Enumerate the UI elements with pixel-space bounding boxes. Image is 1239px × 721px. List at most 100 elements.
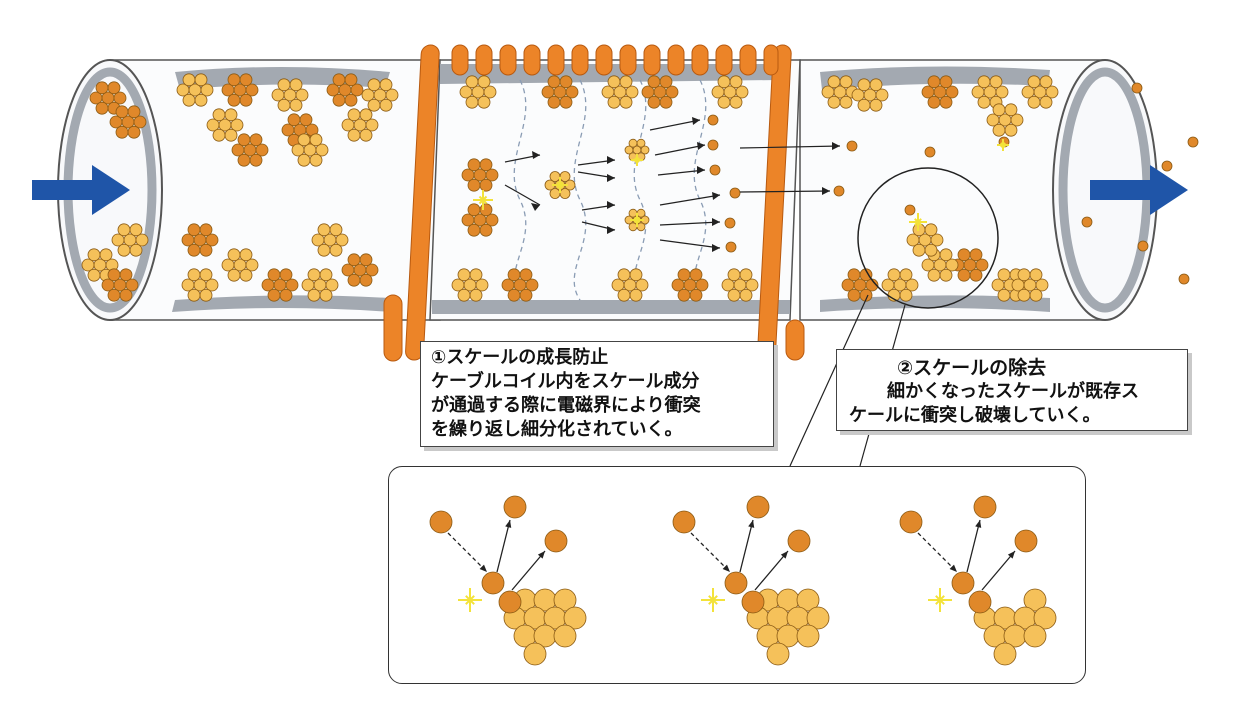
scale-cluster-particle bbox=[665, 85, 679, 99]
scale-cluster-particle bbox=[479, 223, 493, 237]
scale-cluster-particle bbox=[465, 75, 479, 89]
scale-cluster-particle bbox=[117, 243, 131, 257]
scale-cluster-particle bbox=[279, 288, 293, 302]
scale-cluster-particle bbox=[457, 288, 471, 302]
scale-fragment bbox=[1137, 240, 1149, 252]
scale-cluster-particle bbox=[695, 278, 709, 292]
scale-cluster-particle bbox=[341, 118, 355, 132]
motion-arrow bbox=[690, 532, 731, 573]
scale-cluster-particle bbox=[924, 223, 938, 237]
scale-cluster-particle bbox=[361, 88, 375, 102]
scale-cluster-particle bbox=[199, 243, 213, 257]
scale-cluster-particle bbox=[1039, 75, 1053, 89]
scale-cluster-particle bbox=[127, 105, 141, 119]
scale-cluster-particle bbox=[301, 278, 315, 292]
scale-cluster-particle bbox=[365, 263, 379, 277]
cable-coil-section bbox=[383, 44, 805, 362]
lattice-particle bbox=[523, 642, 547, 666]
scale-cluster-particle bbox=[525, 278, 539, 292]
scale-cluster-particle bbox=[857, 78, 871, 92]
scale-cluster-particle bbox=[1011, 278, 1025, 292]
scale-cluster-particle bbox=[927, 75, 941, 89]
motion-arrow bbox=[739, 519, 754, 573]
scale-cluster-particle bbox=[717, 75, 731, 89]
scale-cluster-particle bbox=[307, 288, 321, 302]
coil-turn bbox=[691, 44, 709, 76]
scale-cluster-particle bbox=[297, 153, 311, 167]
spark-icon bbox=[552, 177, 568, 193]
scale-cluster-particle bbox=[194, 73, 208, 87]
scale-cluster-particle bbox=[469, 288, 483, 302]
scale-cluster-particle bbox=[939, 75, 953, 89]
scale-cluster-particle bbox=[101, 278, 115, 292]
scale-cluster-particle bbox=[261, 278, 275, 292]
outlet-pipe-section bbox=[799, 59, 1158, 321]
scale-cluster-particle bbox=[107, 81, 121, 95]
scale-cluster-particle bbox=[245, 258, 259, 272]
scale-cluster-particle bbox=[640, 145, 650, 155]
scale-cluster-particle bbox=[986, 113, 1000, 127]
scale-cluster-particle bbox=[289, 78, 303, 92]
scale-cluster-particle bbox=[628, 208, 638, 218]
scale-fragment bbox=[707, 139, 719, 151]
scale-cluster-particle bbox=[350, 83, 364, 97]
scale-removal-line: ケールに衝突し破壊していく。 bbox=[849, 405, 1101, 426]
motion-arrow-head bbox=[975, 520, 982, 528]
spark-icon bbox=[928, 588, 952, 612]
scale-cluster-particle bbox=[969, 248, 983, 262]
spark-icon bbox=[630, 213, 644, 227]
scale-cluster-particle bbox=[851, 88, 865, 102]
scale-fragment bbox=[1081, 216, 1093, 228]
scale-cluster-particle bbox=[379, 78, 393, 92]
scale-cluster-particle bbox=[927, 268, 941, 282]
scale-cluster-particle bbox=[635, 278, 649, 292]
lattice-particle bbox=[806, 606, 830, 630]
coil-turn bbox=[763, 44, 779, 76]
scale-cluster-particle bbox=[485, 168, 499, 182]
scale-cluster-particle bbox=[997, 288, 1011, 302]
scale-fragment bbox=[709, 164, 721, 176]
scale-cluster-particle bbox=[827, 95, 841, 109]
collision-detail-illustration bbox=[429, 495, 1057, 666]
scale-cluster-particle bbox=[329, 223, 343, 237]
scale-cluster-particle bbox=[99, 248, 113, 262]
scale-cluster-particle bbox=[221, 258, 235, 272]
impact-particle bbox=[498, 590, 522, 614]
scale-fragment bbox=[846, 140, 858, 152]
growth-prevention-line: ケーブルコイル内をスケール成分 bbox=[431, 371, 700, 392]
scale-cluster-particle bbox=[332, 93, 346, 107]
motion-arrow-head bbox=[949, 564, 957, 572]
scale-cluster-particle bbox=[115, 105, 129, 119]
motion-arrow-head bbox=[505, 520, 512, 528]
motion-arrow bbox=[966, 519, 981, 573]
scale-fragment bbox=[724, 217, 736, 229]
scale-cluster-particle bbox=[483, 85, 497, 99]
spark-icon bbox=[631, 154, 643, 166]
scale-cluster-particle bbox=[255, 143, 269, 157]
lattice-particle bbox=[993, 642, 1017, 666]
scale-cluster-particle bbox=[187, 288, 201, 302]
scale-cluster-particle bbox=[187, 223, 201, 237]
scale-cluster-particle bbox=[971, 85, 985, 99]
scale-cluster-particle bbox=[129, 243, 143, 257]
scale-cluster-particle bbox=[224, 108, 238, 122]
impact-particle bbox=[968, 590, 992, 614]
scale-fragment bbox=[1187, 136, 1199, 148]
scale-cluster-particle bbox=[281, 123, 295, 137]
scale-fragment bbox=[725, 241, 737, 253]
spark-icon bbox=[909, 213, 927, 231]
scale-cluster-particle bbox=[239, 93, 253, 107]
scale-cluster-particle bbox=[237, 133, 251, 147]
coil-turn bbox=[619, 44, 637, 76]
scale-cluster-particle bbox=[457, 268, 471, 282]
scale-cluster-particle bbox=[559, 75, 573, 89]
collision-scene bbox=[429, 495, 587, 666]
scale-cluster-particle bbox=[1021, 85, 1035, 99]
scale-cluster-particle bbox=[547, 95, 561, 109]
scale-cluster-particle bbox=[881, 278, 895, 292]
growth-prevention-line: を繰り返し細分化されていく。 bbox=[431, 419, 683, 440]
scale-cluster-particle bbox=[636, 138, 646, 148]
scale-cluster-particle bbox=[359, 273, 373, 287]
scale-cluster-particle bbox=[559, 95, 573, 109]
scale-removal-title: ②スケールの除去 bbox=[897, 357, 1047, 379]
